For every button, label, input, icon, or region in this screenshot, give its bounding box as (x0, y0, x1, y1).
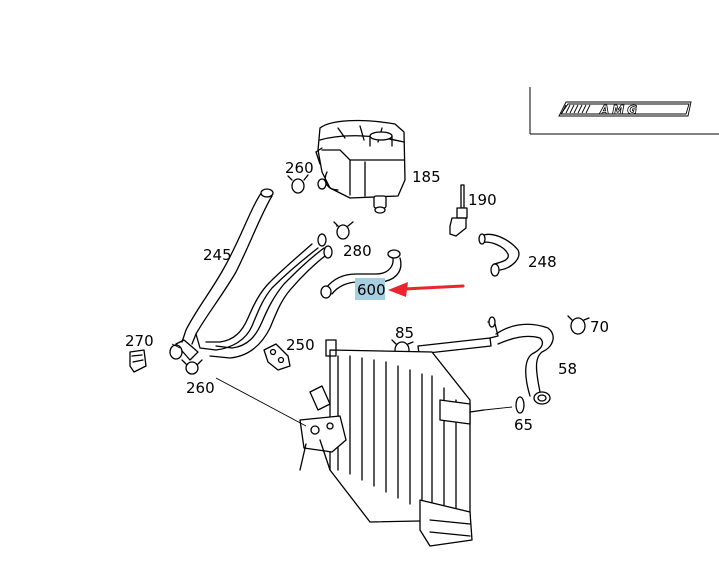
clamp-260-bottom (181, 359, 203, 375)
hose-248 (478, 233, 520, 277)
clamp-260-top (287, 174, 327, 194)
leader-lines (171, 225, 513, 427)
callout-260-top: 260 (285, 159, 314, 177)
callout-245: 245 (203, 246, 232, 264)
amg-logo-frame: AMG (529, 87, 719, 135)
amg-logo-text: AMG (599, 103, 640, 117)
callout-65: 65 (514, 416, 533, 434)
hose-600 (320, 249, 402, 299)
holder-250 (263, 343, 291, 371)
bracket-270 (129, 349, 147, 373)
callout-190: 190 (468, 191, 497, 209)
highlight-arrow (388, 282, 465, 297)
callout-600: 600 (357, 281, 386, 299)
radiator (299, 339, 485, 547)
callout-85: 85 (395, 324, 414, 342)
callout-250: 250 (286, 336, 315, 354)
callout-280: 280 (343, 242, 372, 260)
clamp-280 (333, 221, 354, 240)
callout-270: 270 (125, 332, 154, 350)
amg-logo: AMG (558, 101, 692, 117)
hose-245 (169, 188, 333, 361)
sensor-190 (449, 184, 468, 237)
highlight-box-600 (355, 278, 385, 300)
hose-58 (417, 316, 554, 405)
callout-70: 70 (590, 318, 609, 336)
clamp-70 (567, 315, 590, 335)
expansion-tank (315, 119, 406, 214)
callout-248: 248 (528, 253, 557, 271)
callout-260-bottom: 260 (186, 379, 215, 397)
seal-ring-65 (515, 396, 525, 414)
callout-58: 58 (558, 360, 577, 378)
callout-185: 185 (412, 168, 441, 186)
